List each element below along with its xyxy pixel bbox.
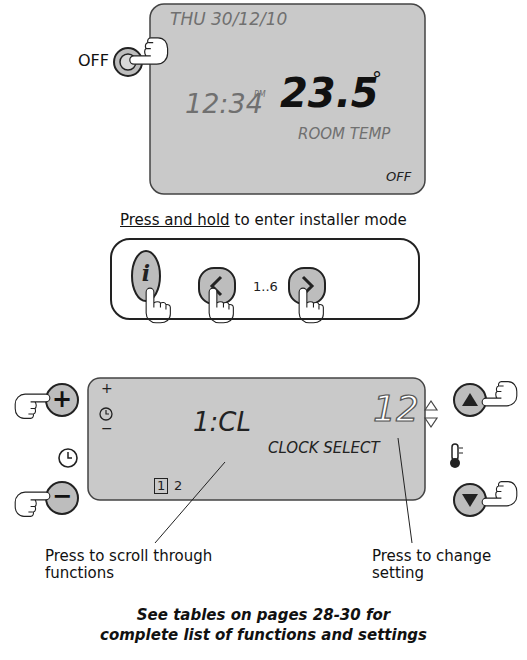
display-text: 23.5 [280,70,379,116]
instruction: to enter installer mode [235,212,407,229]
instruction: Press and hold [120,212,230,229]
button-glyph: + [52,386,72,414]
display-text: 2 [174,479,182,494]
lcd-screen [88,378,425,500]
display-text: + [101,380,113,396]
plus-button [46,384,78,416]
button-label: OFF [78,52,109,70]
callout-text: Press to scroll through functions [45,548,245,583]
display-text: PM [254,90,266,99]
lcd-display: THU 30/12/10 12:34PM 23.5° ROOM TEMP OFF [150,4,425,194]
hand [15,492,50,516]
thermometer-symbol [452,444,458,460]
hand [15,394,50,418]
display-text: ° [372,68,382,91]
lcd-screen [150,4,425,194]
button-group: 1..6 [110,238,420,320]
leader-line [398,438,412,543]
hand [130,38,168,64]
button-glyph: i [142,261,150,286]
display-text: 1 [154,478,168,494]
display-text: − [101,420,113,436]
display-text: THU 30/12/10 [170,10,287,30]
hand [146,288,170,323]
minus-button [46,482,78,514]
caption: See tables on pages 28-30 for complete l… [100,606,427,645]
clock-symbol [59,449,77,467]
display-text: CLOCK SELECT [268,440,380,457]
display-text: 12:34 [185,88,263,119]
down-button [454,484,486,516]
display-text: 12 [373,388,419,429]
display-text: 1..6 [253,280,278,295]
hand [209,288,233,323]
up-indicator [425,401,437,410]
hand [299,288,323,323]
up-button [454,384,486,416]
down-indicator [425,418,437,427]
hand [482,382,517,406]
lcd-display: +−1:CL12CLOCK SELECT12 [88,378,425,500]
hand [482,482,517,506]
display-text: ROOM TEMP [298,126,390,143]
display-text: OFF [386,170,411,185]
clock-icon [100,408,112,420]
button-glyph: − [52,483,72,511]
display-text: 1:CL [193,408,251,438]
leader-line [155,462,225,543]
callout-text: Press to change setting [372,548,522,583]
